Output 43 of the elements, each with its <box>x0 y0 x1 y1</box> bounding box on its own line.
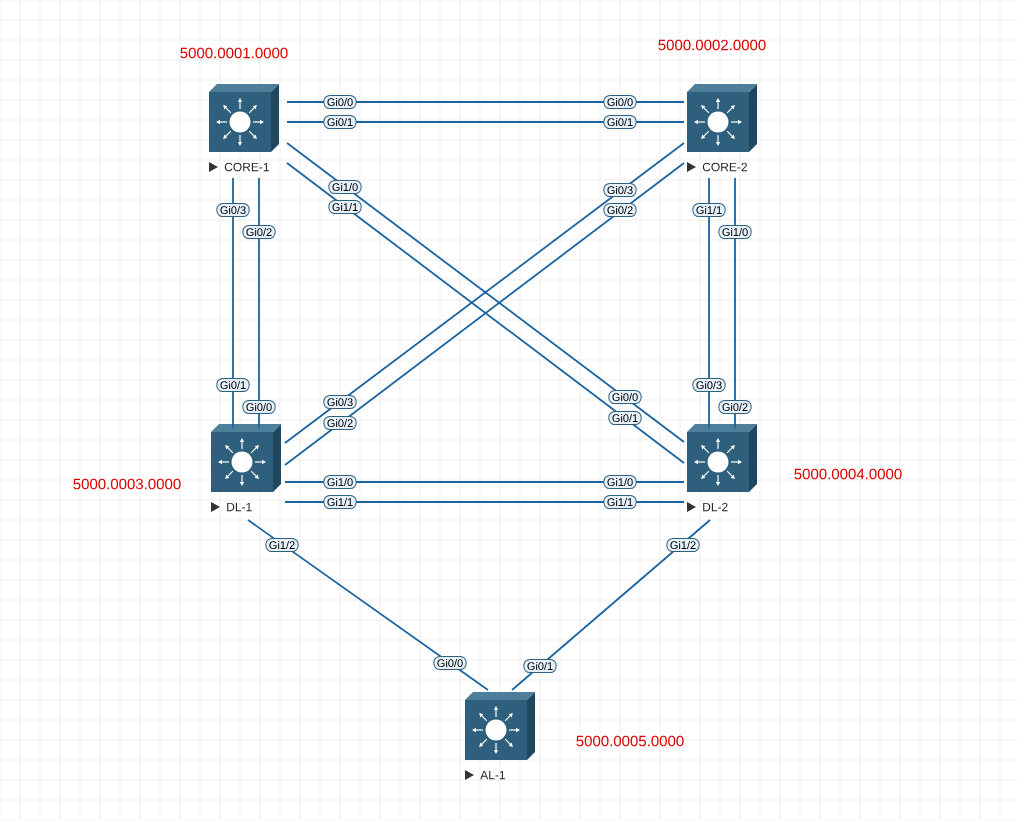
port-label: Gi1/2 <box>666 537 700 553</box>
mac-address: 5000.0003.0000 <box>73 478 181 490</box>
port-label: Gi1/0 <box>323 474 357 490</box>
port-label: Gi0/2 <box>603 202 637 218</box>
mac-address: 5000.0001.0000 <box>180 47 288 59</box>
device-label: DL-2 <box>687 502 728 512</box>
port-label: Gi0/1 <box>608 410 642 426</box>
port-label: Gi1/2 <box>265 537 299 553</box>
port-label: Gi0/3 <box>603 182 637 198</box>
port-label: Gi1/1 <box>603 494 637 510</box>
port-label: Gi0/0 <box>242 399 276 415</box>
port-label: Gi1/1 <box>323 494 357 510</box>
link-line <box>247 519 489 691</box>
link-line <box>734 177 736 429</box>
mac-address: 5000.0002.0000 <box>658 39 766 51</box>
port-label: Gi0/1 <box>523 658 557 674</box>
device-label: DL-1 <box>211 502 252 512</box>
port-label: Gi0/1 <box>603 114 637 130</box>
port-label: Gi0/0 <box>603 94 637 110</box>
port-label: Gi0/1 <box>323 114 357 130</box>
device-label: AL-1 <box>465 770 505 780</box>
link-line <box>232 177 234 429</box>
port-label: Gi0/0 <box>433 655 467 671</box>
port-label: Gi0/3 <box>323 394 357 410</box>
port-label: Gi0/3 <box>692 377 726 393</box>
port-label: Gi1/0 <box>603 474 637 490</box>
link-line <box>708 177 710 429</box>
port-label: Gi0/0 <box>608 389 642 405</box>
device-label: CORE-2 <box>687 162 747 172</box>
port-label: Gi0/2 <box>242 224 276 240</box>
port-label: Gi1/1 <box>692 202 726 218</box>
mac-address: 5000.0004.0000 <box>794 468 902 480</box>
port-label: Gi1/0 <box>718 224 752 240</box>
link-line <box>258 177 260 429</box>
port-label: Gi0/0 <box>323 94 357 110</box>
device-label: CORE-1 <box>209 162 269 172</box>
port-label: Gi0/2 <box>718 399 752 415</box>
mac-address: 5000.0005.0000 <box>576 735 684 747</box>
port-label: Gi0/1 <box>216 377 250 393</box>
port-label: Gi1/1 <box>328 199 362 215</box>
port-label: Gi0/3 <box>216 202 250 218</box>
port-label: Gi1/0 <box>328 179 362 195</box>
port-label: Gi0/2 <box>323 415 357 431</box>
